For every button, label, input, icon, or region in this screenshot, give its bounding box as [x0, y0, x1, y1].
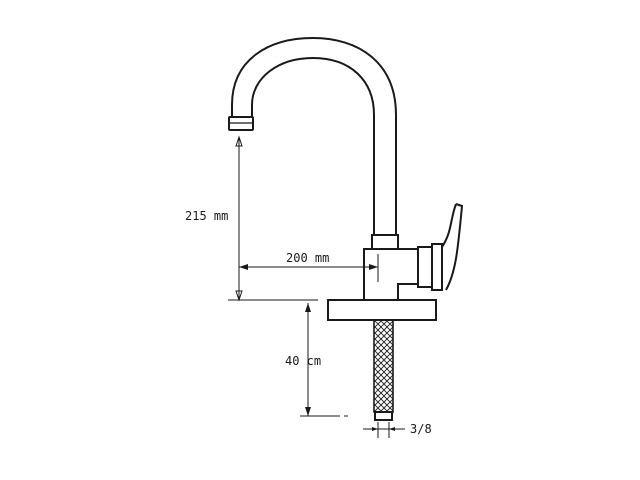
hose-fitting — [374, 411, 393, 421]
spout-outer-contour — [231, 36, 397, 235]
height-label: 215 mm — [185, 209, 228, 223]
reach-dimension: 200 mm — [239, 251, 379, 282]
connector-label: 3/8 — [410, 422, 432, 436]
base-plate — [327, 299, 437, 321]
cartridge-cap — [417, 246, 433, 288]
hose-length-label: 40 cm — [285, 354, 321, 368]
reach-label: 200 mm — [286, 251, 329, 265]
mixer-body — [363, 248, 419, 301]
spout-inner-contour — [251, 56, 375, 235]
collar-ring — [371, 234, 399, 250]
braided-hose — [373, 319, 394, 421]
lever-handle — [441, 203, 464, 291]
connector-dimension: 3/8 — [363, 422, 432, 438]
faucet-body — [228, 36, 464, 321]
hose-length-dimension: 40 cm — [285, 303, 348, 417]
hose-braid — [373, 319, 394, 413]
height-dimension: 215 mm — [185, 135, 243, 302]
